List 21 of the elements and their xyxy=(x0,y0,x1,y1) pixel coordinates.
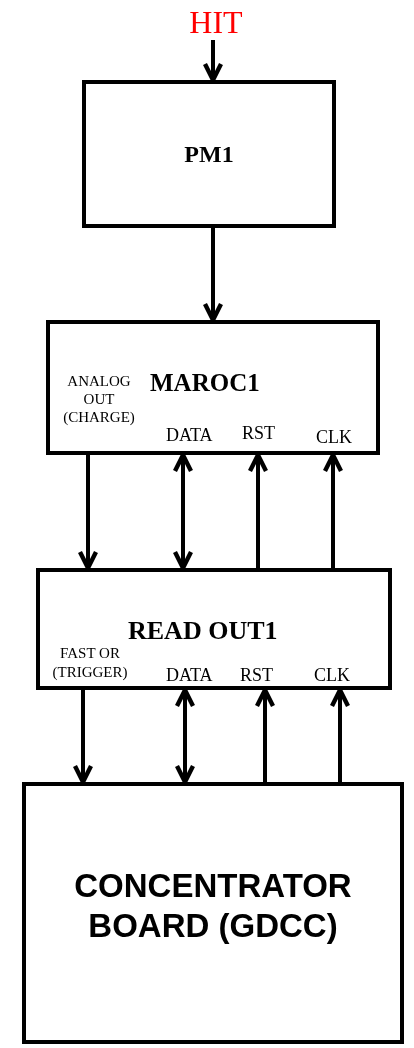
block-box xyxy=(82,80,336,228)
port-label: ANALOG OUT (CHARGE) xyxy=(62,372,136,426)
block-title: READ OUT1 xyxy=(128,618,278,644)
port-label: DATA xyxy=(166,426,213,444)
block-title: MAROC1 xyxy=(150,370,260,395)
block-title: PM1 xyxy=(183,140,235,169)
port-label: FAST OR (TRIGGER) xyxy=(51,644,129,682)
port-label: RST xyxy=(242,424,275,442)
block-box xyxy=(36,568,392,690)
block-title: CONCENTRATOR BOARD (GDCC) xyxy=(73,866,353,946)
block-box xyxy=(22,782,404,1044)
arrow xyxy=(77,455,99,571)
block-box xyxy=(46,320,380,455)
port-label: CLK xyxy=(316,428,352,446)
arrow xyxy=(202,228,224,323)
arrow xyxy=(202,40,224,83)
signal-label: HIT xyxy=(188,4,244,40)
port-label: DATA xyxy=(166,666,213,684)
port-label: RST xyxy=(240,666,273,684)
arrow xyxy=(72,690,94,785)
port-label: CLK xyxy=(314,666,350,684)
